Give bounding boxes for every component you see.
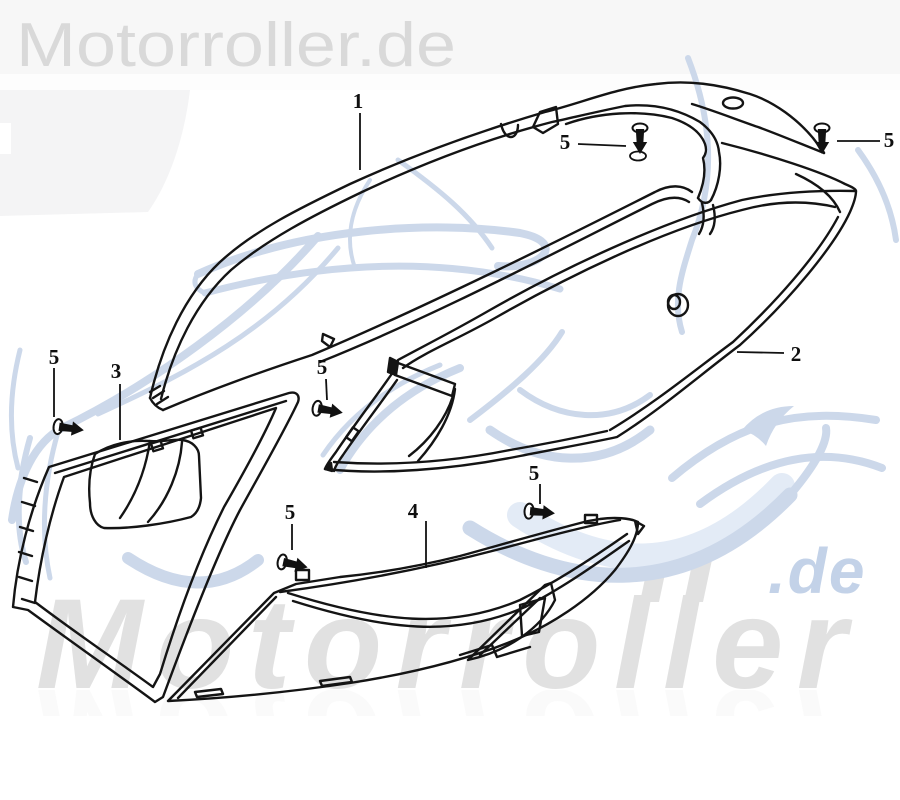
svg-text:1: 1 bbox=[353, 89, 364, 113]
svg-text:5: 5 bbox=[529, 461, 540, 485]
svg-text:3: 3 bbox=[111, 359, 122, 383]
svg-text:5: 5 bbox=[49, 345, 60, 369]
svg-text:Motorroller.de: Motorroller.de bbox=[16, 11, 456, 80]
svg-text:5: 5 bbox=[317, 355, 328, 379]
svg-text:Motorroller: Motorroller bbox=[36, 573, 860, 716]
svg-text:.de: .de bbox=[768, 535, 866, 607]
svg-text:5: 5 bbox=[884, 128, 895, 152]
svg-text:5: 5 bbox=[560, 130, 571, 154]
svg-text:5: 5 bbox=[285, 500, 296, 524]
svg-text:Motorroller: Motorroller bbox=[36, 662, 860, 800]
svg-text:2: 2 bbox=[791, 342, 802, 366]
svg-text:4: 4 bbox=[408, 499, 419, 523]
